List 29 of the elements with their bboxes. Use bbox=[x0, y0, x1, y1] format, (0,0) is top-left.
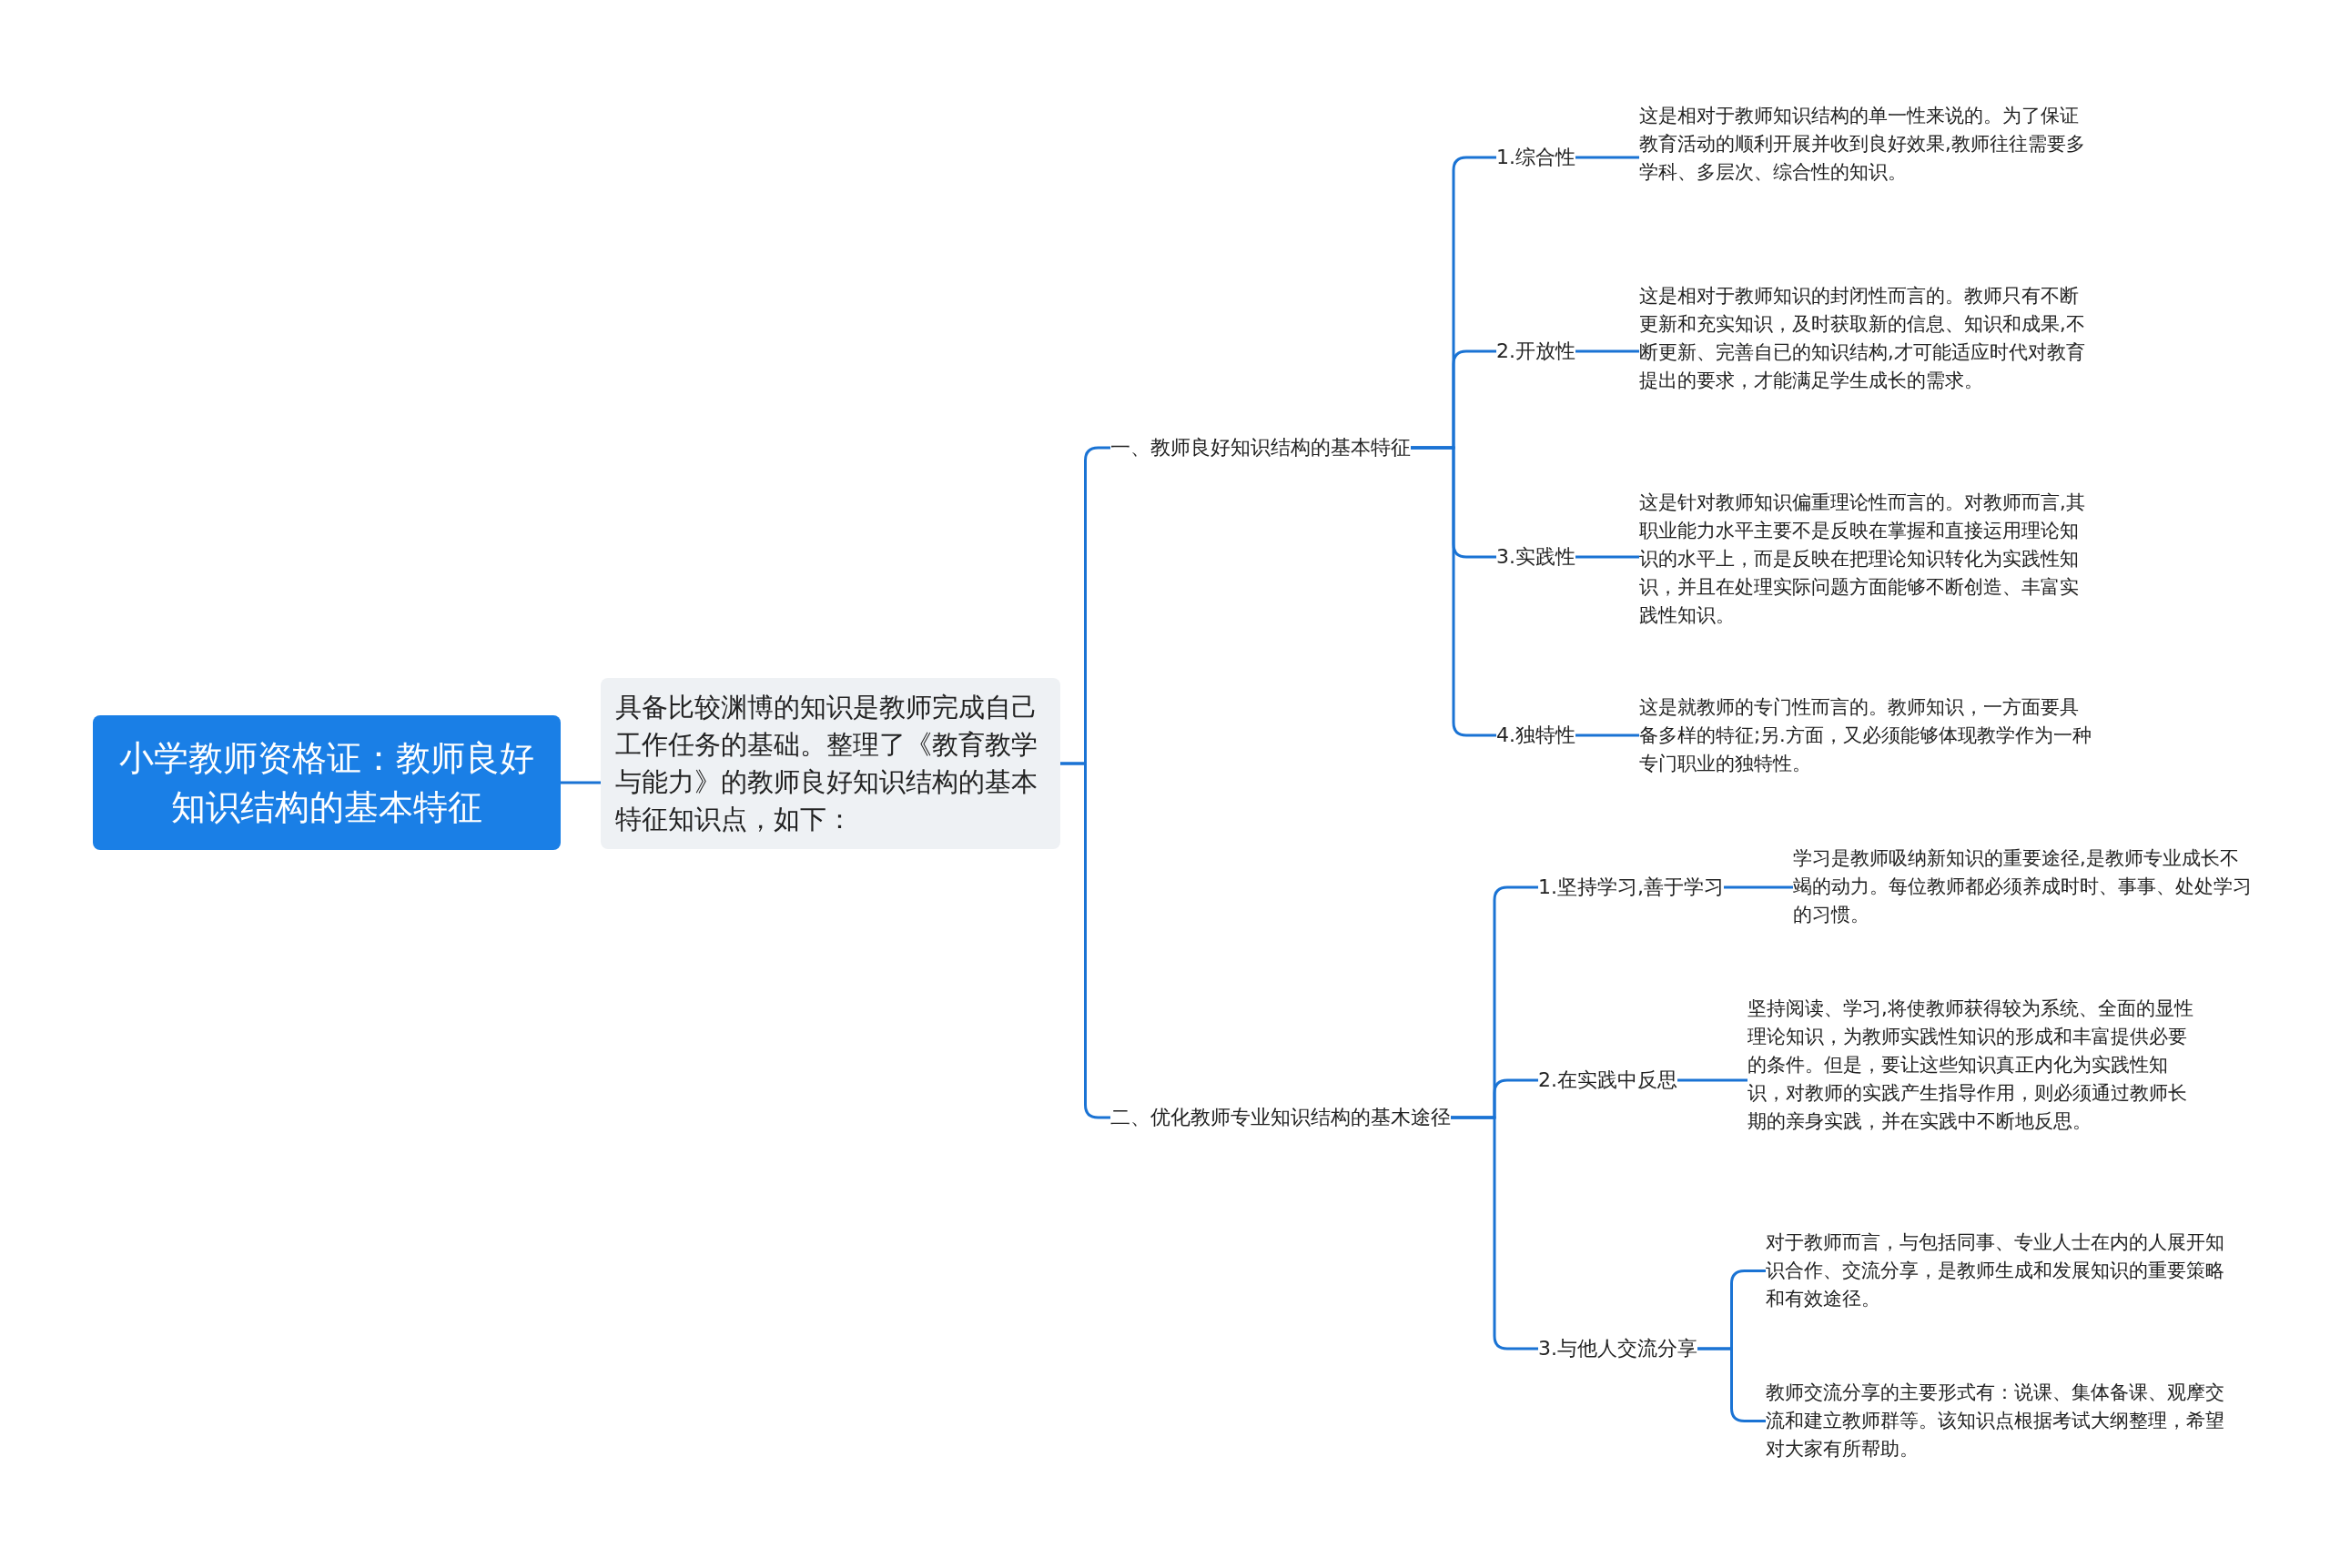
connector-line bbox=[1697, 1347, 1766, 1422]
topic-label: 3.实践性 bbox=[1496, 543, 1575, 571]
description-text: 学习是教师吸纳新知识的重要途径,是教师专业成长不竭的动力。每位教师都必须养成时时、事事、处处学习的习惯。 bbox=[1793, 845, 2253, 929]
summary-box: 具备比较渊博的知识是教师完成自己工作任务的基础。整理了《教育教学与能力》的教师良好知识结构的基本特征知识点，如下： bbox=[601, 678, 1060, 849]
connector-line bbox=[1575, 733, 1639, 737]
connector-line bbox=[1677, 1078, 1748, 1082]
description-text: 坚持阅读、学习,将使教师获得较为系统、全面的显性理论知识，为教师实践性知识的形成和丰富提供必要的条件。但是，要让这些知识真正内化为实践性知识，对教师的实践产生指导作用，则必须通过教师长期的亲身实践，并在实践中不断地反思。 bbox=[1748, 995, 2193, 1136]
connector-line bbox=[1575, 555, 1639, 559]
topic-label: 2.开放性 bbox=[1496, 338, 1575, 365]
topic-label: 1.综合性 bbox=[1496, 144, 1575, 171]
connector-line bbox=[1724, 885, 1793, 889]
description-text: 对于教师而言，与包括同事、专业人士在内的人展开知识合作、交流分享，是教师生成和发展知识的重要策略和有效途径。 bbox=[1766, 1229, 2225, 1313]
topic-label: 1.坚持学习,善于学习 bbox=[1538, 874, 1724, 901]
description-text: 这是相对于教师知识结构的单一性来说的。为了保证教育活动的顺利开展并收到良好效果,教师往往需要多学科、多层次、综合性的知识。 bbox=[1639, 102, 2094, 187]
title-box: 小学教师资格证：教师良好知识结构的基本特征 bbox=[93, 715, 561, 850]
branch-label: 二、优化教师专业知识结构的基木途径 bbox=[1110, 1104, 1451, 1131]
connector-line bbox=[1451, 1116, 1538, 1351]
topic-label: 2.在实践中反思 bbox=[1538, 1067, 1677, 1094]
description-text: 这是就教师的专门性而言的。教师知识，一方面要具备多样的特征;另.方面，又必须能够体现教学作为一种专门职业的独特性。 bbox=[1639, 693, 2094, 778]
branch-label: 一、教师良好知识结构的基本特征 bbox=[1110, 434, 1411, 461]
connector-line bbox=[1575, 156, 1639, 159]
topic-label: 3.与他人交流分享 bbox=[1538, 1335, 1697, 1362]
description-text: 教师交流分享的主要形式有：说课、集体备课、观摩交流和建立教师群等。该知识点根据考试大纲整理，希望对大家有所帮助。 bbox=[1766, 1379, 2225, 1463]
connector-line bbox=[1411, 446, 1496, 737]
description-text: 这是相对于教师知识的封闭性而言的。教师只有不断更新和充实知识，及时获取新的信息、知识和成果,不断更新、完善自已的知识结构,才可能适应时代对教育提出的要求，才能满足学生成长的需求。 bbox=[1639, 282, 2094, 395]
description-text: 这是针对教师知识偏重理论性而言的。对教师而言,其职业能力水平主要不是反映在掌握和直接运用理论知识的水平上，而是反映在把理论知识转化为实践性知识，并且在处理实际问题方面能够不断创造、丰富实践性知识。 bbox=[1639, 489, 2094, 630]
connector-line bbox=[1575, 349, 1639, 353]
connector-line bbox=[561, 781, 601, 784]
topic-label: 4.独特性 bbox=[1496, 722, 1575, 749]
